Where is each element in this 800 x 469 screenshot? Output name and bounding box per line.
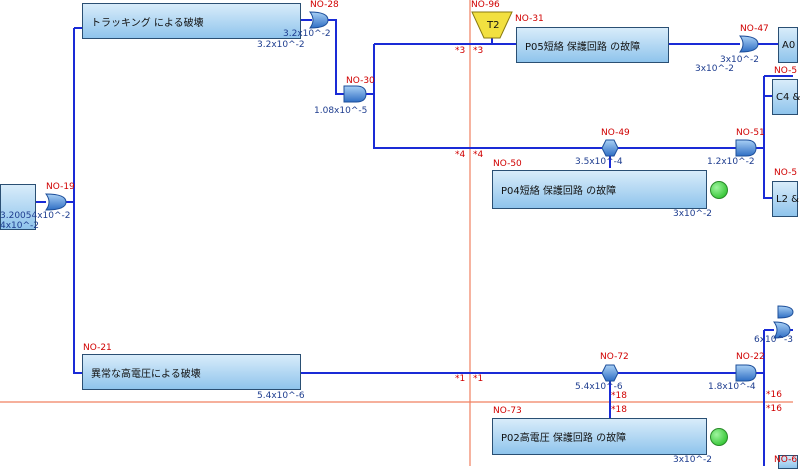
- transfer-triangle-icon[interactable]: [471, 11, 513, 39]
- status-ok-icon: [710, 181, 728, 199]
- prob-p02: 3x10^-2: [673, 455, 713, 465]
- prob-p04: 3x10^-2: [673, 209, 713, 219]
- prob-right: 6x10^-3: [754, 335, 794, 345]
- marker-16-top: *16: [766, 390, 782, 400]
- node-id-no50: NO-50: [493, 159, 522, 169]
- node-id-no47: NO-47: [740, 24, 769, 34]
- event-p02[interactable]: P02高電圧 保護回路 の故障: [492, 418, 707, 455]
- event-p04[interactable]: P04短絡 保護回路 の故障: [492, 170, 707, 209]
- node-id-no72: NO-72: [600, 352, 629, 362]
- node-id-no19: NO-19: [46, 182, 75, 192]
- node-id-no6: NO-6: [774, 455, 798, 465]
- prob-no30: 1.08x10^-5: [314, 106, 368, 116]
- event-p04-label: P04短絡 保護回路 の故障: [501, 186, 617, 197]
- gate-no51-icon[interactable]: [735, 139, 757, 157]
- prob-left-top: 3.20054x10^-2: [0, 211, 71, 221]
- node-id-no28: NO-28: [310, 0, 339, 10]
- gate-right-top-icon[interactable]: [777, 305, 794, 319]
- prob-no72: 5.4x10^-6: [575, 382, 623, 392]
- marker-16-bottom: *16: [766, 404, 782, 414]
- gates: [45, 11, 794, 382]
- marker-4-right: *4: [473, 150, 484, 160]
- node-id-no22: NO-22: [736, 352, 765, 362]
- event-p02-label: P02高電圧 保護回路 の故障: [501, 433, 627, 444]
- node-id-no5-top: NO-5: [774, 66, 798, 76]
- node-id-no73: NO-73: [493, 406, 522, 416]
- marker-4-left: *4: [455, 150, 466, 160]
- connection-lines: [36, 19, 793, 466]
- hex-gate-no49-icon[interactable]: [601, 139, 619, 157]
- prob-p05: 3x10^-2: [695, 64, 735, 74]
- event-c4-label: C4 &: [776, 91, 800, 103]
- event-tracking-label: トラッキング による破壊: [91, 17, 204, 29]
- event-l2-label: L2 &: [776, 193, 799, 205]
- event-c4[interactable]: C4 &: [772, 79, 800, 115]
- marker-18-bottom: *18: [611, 405, 627, 415]
- event-p05-label: P05短絡 保護回路 の故障: [525, 41, 641, 53]
- marker-1-left: *1: [455, 374, 466, 384]
- marker-1-right: *1: [473, 374, 484, 384]
- node-id-no31: NO-31: [515, 14, 544, 24]
- gate-right-edge-icon[interactable]: [773, 321, 791, 339]
- prob-no28: 3.2x10^-2: [283, 29, 331, 39]
- gate-no30-icon[interactable]: [343, 85, 367, 103]
- node-id-no5-mid: NO-5: [774, 168, 798, 178]
- status-ok-icon: [710, 428, 728, 446]
- prob-left-bottom: 4x10^-2: [0, 221, 40, 231]
- event-a0[interactable]: A0: [778, 27, 798, 63]
- transfer-gate[interactable]: T2: [471, 11, 513, 39]
- prob-no51: 1.2x10^-2: [707, 157, 755, 167]
- event-tracking[interactable]: トラッキング による破壊: [82, 3, 301, 39]
- hex-gate-no72-icon[interactable]: [601, 364, 619, 382]
- marker-3-right: *3: [473, 46, 484, 56]
- event-abnormal-hv[interactable]: 異常な高電圧による破壊: [82, 354, 301, 390]
- gate-no28-icon[interactable]: [309, 11, 329, 29]
- marker-3-left: *3: [455, 46, 466, 56]
- prob-no47: 3x10^-2: [720, 55, 760, 65]
- gate-no47-icon[interactable]: [739, 35, 759, 53]
- marker-18-top: *18: [611, 391, 627, 401]
- node-id-no30: NO-30: [346, 76, 375, 86]
- node-id-no96: NO-96: [471, 0, 500, 10]
- prob-tracking: 3.2x10^-2: [257, 40, 305, 50]
- gate-no19-icon[interactable]: [45, 193, 67, 211]
- left-event-box[interactable]: [0, 184, 36, 230]
- event-l2[interactable]: L2 &: [772, 181, 799, 217]
- transfer-label: T2: [486, 20, 499, 31]
- node-id-no21: NO-21: [83, 343, 112, 353]
- prob-no22: 1.8x10^-4: [708, 382, 756, 392]
- node-id-no49: NO-49: [601, 128, 630, 138]
- gate-no22-icon[interactable]: [735, 364, 757, 382]
- node-id-no51: NO-51: [736, 128, 765, 138]
- prob-abnormal-hv: 5.4x10^-6: [257, 391, 305, 401]
- prob-no49: 3.5x10^-4: [575, 157, 623, 167]
- event-p05[interactable]: P05短絡 保護回路 の故障: [516, 27, 669, 63]
- event-a0-label: A0: [782, 39, 796, 51]
- event-abnormal-hv-label: 異常な高電圧による破壊: [91, 368, 201, 380]
